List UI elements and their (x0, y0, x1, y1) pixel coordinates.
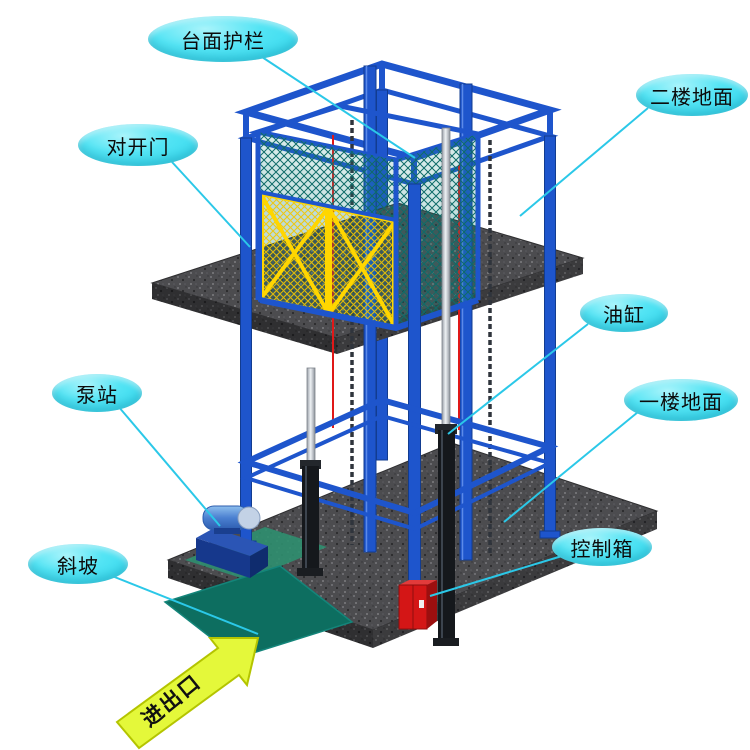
oil-cylinder-rod-long (441, 127, 451, 433)
oil-cylinder-rod-short (306, 367, 316, 467)
middle-frame (237, 396, 559, 532)
leader-platform-guardrail (261, 56, 416, 159)
leader-first-floor (503, 411, 639, 523)
pump-station (196, 505, 268, 578)
callout-ramp: 斜坡 (28, 544, 128, 584)
callout-ramp-label: 斜坡 (57, 555, 99, 578)
oil-cylinder-tube-long (438, 430, 455, 642)
leader-ramp (111, 575, 259, 635)
leader-double-door (171, 161, 251, 248)
decorative-highlight (60, 62, 170, 108)
double-swing-door (258, 189, 398, 331)
callout-second-floor-label: 二楼地面 (650, 86, 734, 109)
callout-platform-guardrail: 台面护栏 (148, 16, 298, 62)
callout-first-floor: 一楼地面 (624, 379, 738, 421)
leader-second-floor (519, 107, 649, 217)
callout-second-floor: 二楼地面 (636, 74, 748, 116)
leader-pump-station (117, 405, 221, 527)
tower-columns (235, 135, 561, 609)
callout-oil-cylinder: 油缸 (580, 294, 668, 332)
up-right-arrow-icon (115, 637, 260, 750)
callout-control-box-label: 控制箱 (570, 538, 634, 561)
cage-floor-beam (259, 297, 479, 332)
callout-pump-station: 泵站 (52, 374, 142, 412)
callout-control-box: 控制箱 (552, 528, 652, 566)
callout-platform-guardrail-label: 台面护栏 (181, 30, 265, 53)
callout-double-door: 对开门 (78, 124, 198, 166)
guardrail-mesh (258, 132, 478, 220)
leader-lines (111, 56, 649, 635)
leader-control-box (429, 555, 563, 597)
control-box (398, 580, 437, 630)
entrance-arrow: 进出口 (115, 637, 260, 750)
callout-double-door-label: 对开门 (106, 136, 170, 159)
lifting-chains (350, 120, 492, 555)
callout-pump-station-label: 泵站 (76, 384, 118, 407)
callout-first-floor-label: 一楼地面 (639, 391, 723, 414)
oil-cylinder-tube-short (302, 466, 319, 572)
callout-oil-cylinder-label: 油缸 (603, 304, 645, 327)
leader-oil-cylinder (447, 323, 589, 435)
cage-corner-posts (255, 132, 481, 328)
